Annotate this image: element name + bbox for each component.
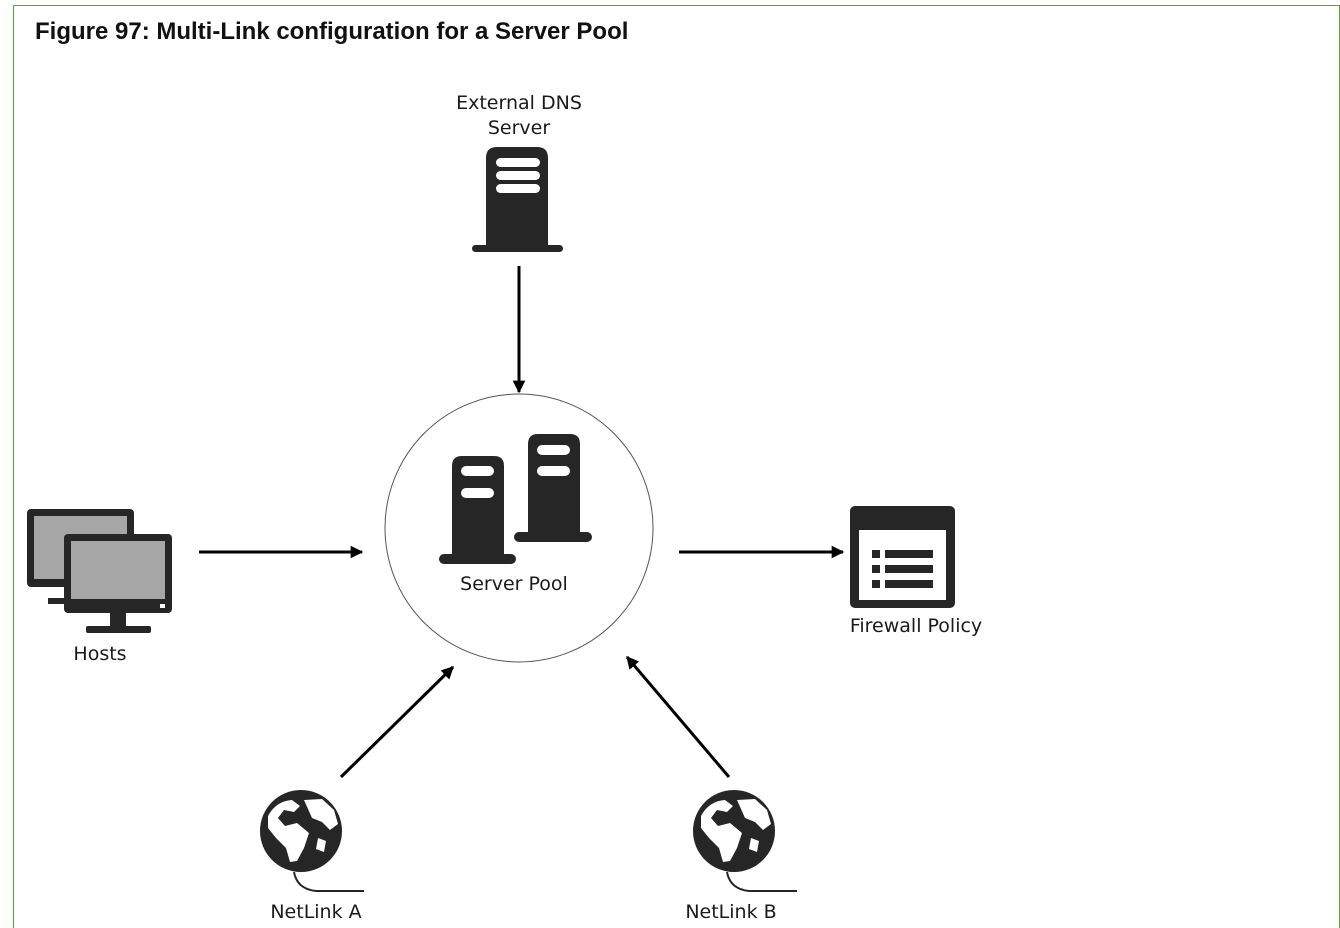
arrow-netlinka-to-pool — [339, 665, 455, 779]
hosts-label: Hosts — [73, 643, 127, 665]
external-dns-label-line1: External DNS — [456, 92, 582, 114]
netlink-b-label: NetLink B — [685, 901, 777, 923]
server-pool-label: Server Pool — [460, 573, 568, 595]
globe-icon — [260, 790, 364, 892]
desktop-monitors-icon — [27, 509, 172, 633]
external-dns-label: External DNS Server — [419, 91, 619, 141]
external-dns-label-line2: Server — [487, 117, 551, 139]
firewall-policy-label: Firewall Policy — [849, 615, 983, 637]
server-pool-circle — [384, 393, 654, 663]
netlink-a-label: NetLink A — [270, 901, 362, 923]
server-icon — [472, 147, 563, 252]
figure-title: Figure 97: Multi-Link configuration for … — [35, 18, 629, 45]
policy-list-icon — [850, 506, 955, 608]
arrow-netlinkb-to-pool — [625, 656, 731, 778]
server-pool-icon — [439, 434, 592, 564]
globe-icon — [693, 790, 797, 892]
